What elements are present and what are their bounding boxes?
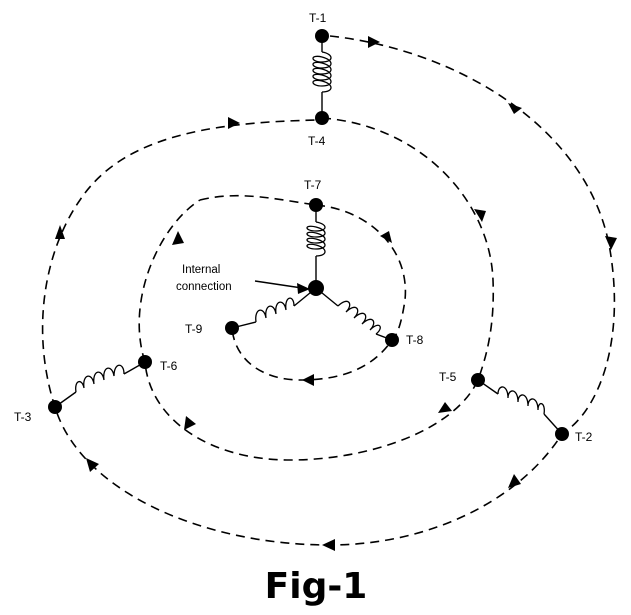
arrow-inner-2 — [302, 374, 314, 386]
terminal-label-t7: T-7 — [304, 178, 322, 192]
arrow-inner-1 — [380, 231, 392, 243]
terminal-dot-t9 — [225, 321, 239, 335]
internal-connection-label-line1: Internal — [182, 264, 220, 276]
terminal-dot-t6 — [138, 355, 152, 369]
terminal-dot-t7 — [309, 198, 323, 212]
terminal-label-t8: T-8 — [406, 333, 424, 347]
terminal-label-t3: T-3 — [14, 410, 32, 424]
coil-center-t9 — [231, 287, 317, 329]
coil-t1-t4 — [312, 36, 332, 118]
terminal-dot-t2 — [555, 427, 569, 441]
terminal-dot-t1 — [315, 29, 329, 43]
terminal-label-t9: T-9 — [185, 322, 203, 336]
terminal-dot-t5 — [471, 373, 485, 387]
arrow-outer-6 — [86, 458, 99, 472]
center-node-dot — [308, 280, 324, 296]
terminal-dot-t3 — [48, 400, 62, 414]
arrow-outer-4 — [508, 474, 521, 488]
coil-t6-t3 — [54, 361, 146, 408]
inner-dashed-path-return — [199, 194, 317, 206]
terminal-dot-t4 — [315, 111, 329, 125]
terminal-label-t5: T-5 — [439, 370, 457, 384]
arrow-outer-8 — [228, 117, 240, 129]
terminal-label-t2: T-2 — [575, 430, 593, 444]
coil-t7-center — [306, 205, 326, 288]
arrow-middle-3 — [184, 416, 196, 430]
arrow-outer-5 — [322, 539, 335, 551]
terminal-label-t1: T-1 — [309, 11, 327, 25]
arrow-outer-7 — [55, 225, 65, 239]
internal-connection-label-line2: connection — [176, 281, 232, 293]
figure-caption: Fig-1 — [265, 566, 368, 607]
terminal-label-t4: T-4 — [308, 134, 326, 148]
coil-center-t8 — [315, 287, 393, 341]
middle-dashed-path — [138, 117, 495, 461]
arrow-outer-2 — [508, 103, 522, 114]
outer-dashed-path — [41, 35, 616, 546]
coil-t5-t2 — [477, 379, 563, 435]
arrow-middle-2 — [438, 402, 452, 413]
arrow-outer-3 — [605, 236, 617, 250]
arrow-outer-1 — [368, 36, 380, 48]
arrow-middle-4 — [172, 231, 184, 245]
internal-connection-pointer — [254, 280, 310, 294]
flow-arrows — [55, 36, 617, 551]
arrow-middle-1 — [474, 209, 486, 222]
terminal-dot-t8 — [385, 333, 399, 347]
terminal-label-t6: T-6 — [160, 359, 178, 373]
